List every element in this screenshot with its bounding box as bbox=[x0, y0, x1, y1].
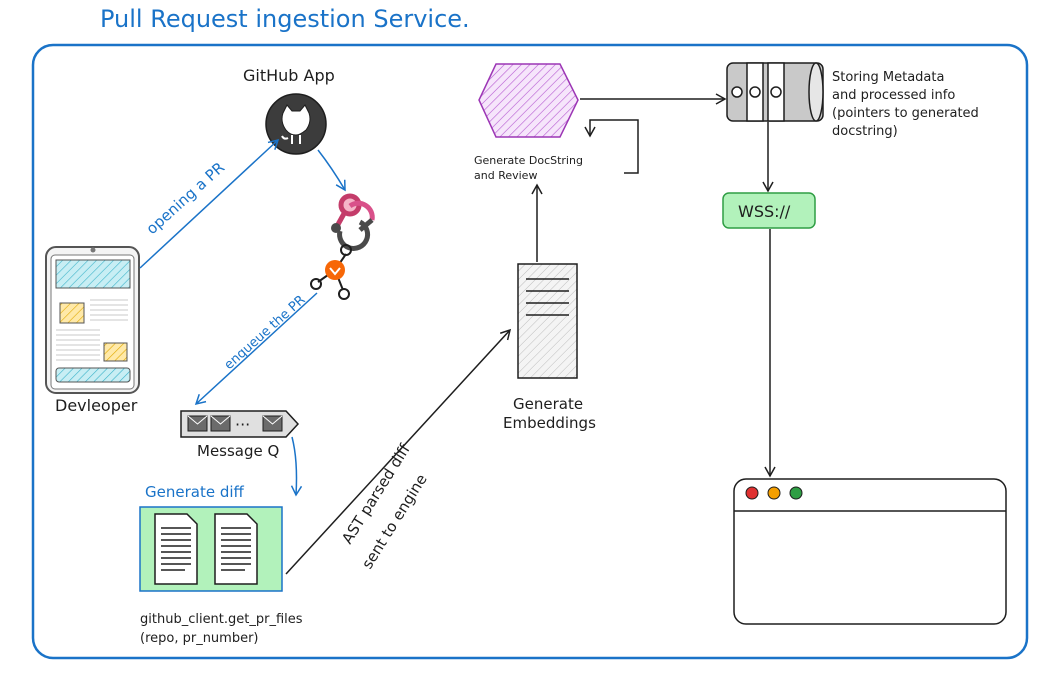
queue-dots: ··· bbox=[235, 415, 250, 434]
document-icon bbox=[154, 513, 198, 585]
edge-kafka-to-queue bbox=[194, 292, 318, 406]
database-desc-line4: docstring) bbox=[832, 124, 898, 139]
edge-dev-to-github bbox=[139, 138, 280, 269]
github-icon bbox=[265, 93, 327, 155]
webhook-icon bbox=[331, 193, 375, 251]
review-loop-arrow bbox=[584, 119, 639, 174]
database-desc-line3: (pointers to generated bbox=[832, 106, 979, 121]
embeddings-label-line1: Generate bbox=[513, 395, 583, 413]
github-app-label: GitHub App bbox=[243, 66, 335, 85]
browser-window-icon bbox=[733, 478, 1007, 625]
embeddings-label-line2: Embeddings bbox=[503, 414, 596, 432]
diagram-title: Pull Request ingestion Service. bbox=[100, 5, 470, 33]
edge-label-enqueue-pr: enqueue the PR bbox=[222, 293, 309, 373]
diff-code-line2: (repo, pr_number) bbox=[140, 631, 259, 646]
envelope-queue-icon bbox=[180, 410, 300, 438]
docstring-label-line1: Generate DocString bbox=[474, 154, 583, 167]
kafka-icon bbox=[310, 244, 352, 300]
phone-icon bbox=[45, 246, 140, 394]
wss-label: WSS:// bbox=[738, 202, 791, 221]
developer-label: Devleoper bbox=[55, 396, 138, 415]
server-icon bbox=[517, 263, 578, 379]
message-queue-label: Message Q bbox=[197, 442, 279, 460]
database-desc-line1: Storing Metadata bbox=[832, 70, 944, 85]
database-desc-line2: and processed info bbox=[832, 88, 955, 103]
edge-queue-to-diff bbox=[290, 436, 303, 497]
edge-github-to-webhook bbox=[317, 149, 346, 192]
document-icon bbox=[214, 513, 258, 585]
docstring-hexagon bbox=[478, 63, 579, 138]
docstring-label-line2: and Review bbox=[474, 169, 537, 182]
wss-box bbox=[722, 192, 816, 229]
database-icon bbox=[726, 62, 824, 122]
diff-code-line1: github_client.get_pr_files bbox=[140, 612, 303, 627]
generate-diff-label: Generate diff bbox=[145, 483, 245, 501]
edge-diff-to-embeddings bbox=[285, 328, 512, 575]
service-boundary bbox=[31, 43, 1029, 660]
